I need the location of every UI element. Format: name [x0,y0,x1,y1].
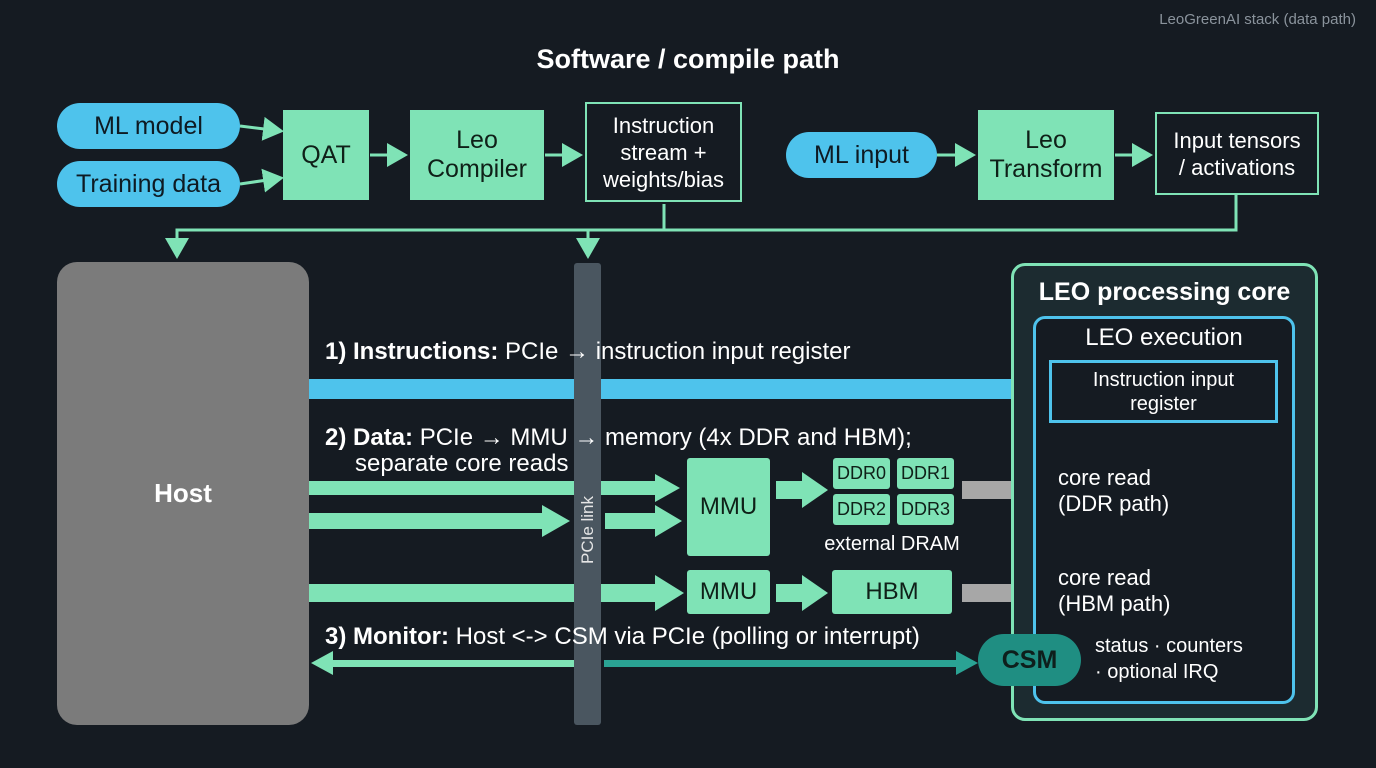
step1-title: 1) Instructions: [325,338,499,365]
step-instructions: 1) Instructions: PCIe → instruction inpu… [325,338,851,366]
pcie-link-bar [574,263,601,725]
core-read-hbm: core read (HBM path) [1058,565,1170,617]
leo-compiler-line1: Leo [456,126,498,154]
input-tensors-line2: / activations [1178,154,1296,180]
instruction-stream-line1: Instruction [612,112,715,138]
host-block: Host [57,262,309,725]
watermark: LeoGreenAI stack (data path) [1159,11,1356,28]
tensor-line [664,195,1238,232]
step2-text: PCIe → MMU → memory (4x DDR and HBM); [413,424,912,451]
input-tensors-line1: Input tensors [1173,127,1301,153]
data-arrow-2 [542,505,570,537]
ddr2-chip: DDR2 [833,494,890,525]
step-data-line2: separate core reads [355,450,569,477]
mmu-hbm-block: MMU [687,570,770,614]
csm-info-line1: status · counters [1095,635,1243,657]
instruction-input-register: Instruction input register [1049,360,1278,423]
core-read-hbm-line1: core read [1058,565,1151,590]
step-data: 2) Data: PCIe → MMU → memory (4x DDR and… [325,424,912,452]
leo-compiler-box: Leo Compiler [410,110,544,200]
arrow-training-qat [239,168,284,193]
ddr3-chip: DDR3 [897,494,954,525]
leo-transform-line2: Transform [989,155,1103,183]
core-read-ddr-line2: (DDR path) [1058,491,1170,516]
ddr0-chip: DDR0 [833,458,890,489]
ddr1-chip: DDR1 [897,458,954,489]
instruction-stream-box: Instruction stream + weights/bias [585,102,742,202]
mmu-ddr-arrow [802,472,828,508]
step3-text: Host <-> CSM via PCIe (polling or interr… [448,623,920,650]
csm-info: status · counters · optional IRQ [1095,633,1243,685]
step3-title: 3) Monitor: [325,623,449,650]
external-dram-label: external DRAM [824,533,960,555]
qat-box: QAT [283,110,369,200]
ireg-line1: Instruction input [1092,368,1235,391]
data-arrow-hbm [655,575,684,611]
step2-title: 2) Data: [325,424,414,451]
core-read-hbm-line2: (HBM path) [1058,591,1171,616]
arrow-mlmodel-qat [239,116,284,141]
data-arrow-3 [655,505,682,537]
pcie-link-label: PCIe link [573,480,603,580]
step-monitor: 3) Monitor: Host <-> CSM via PCIe (polli… [325,623,920,651]
leo-transform-box: Leo Transform [978,110,1114,200]
csm-info-line2: · optional IRQ [1095,661,1219,683]
mmu-ddr-block: MMU [687,458,770,556]
leo-compiler-line2: Compiler [426,155,528,183]
leo-transform-line1: Leo [1025,126,1067,154]
step1-text: PCIe → instruction input register [498,338,851,365]
leo-core-title: LEO processing core [1038,278,1291,306]
distribution-line [165,204,666,259]
ml-model-pill: ML model [57,103,240,149]
ml-input-pill: ML input [786,132,937,178]
training-data-pill: Training data [57,161,240,207]
csm-pill: CSM [978,634,1081,686]
ireg-line2: register [1130,392,1197,415]
instruction-stream-line2: stream + [620,139,707,165]
instruction-stream-line3: weights/bias [602,166,725,192]
hbm-block: HBM [832,570,952,614]
monitor-arrow-left [311,651,333,675]
input-tensors-box: Input tensors / activations [1155,112,1319,195]
leo-execution-title: LEO execution [1085,324,1243,351]
pcie-link-text: PCIe link [578,495,597,565]
core-read-ddr-line1: core read [1058,465,1151,490]
data-arrow-1 [655,474,680,502]
section-title: Software / compile path [536,44,840,74]
core-read-ddr: core read (DDR path) [1058,465,1169,517]
monitor-arrow-right [956,651,978,675]
mmu-hbm-arrow [802,575,828,611]
